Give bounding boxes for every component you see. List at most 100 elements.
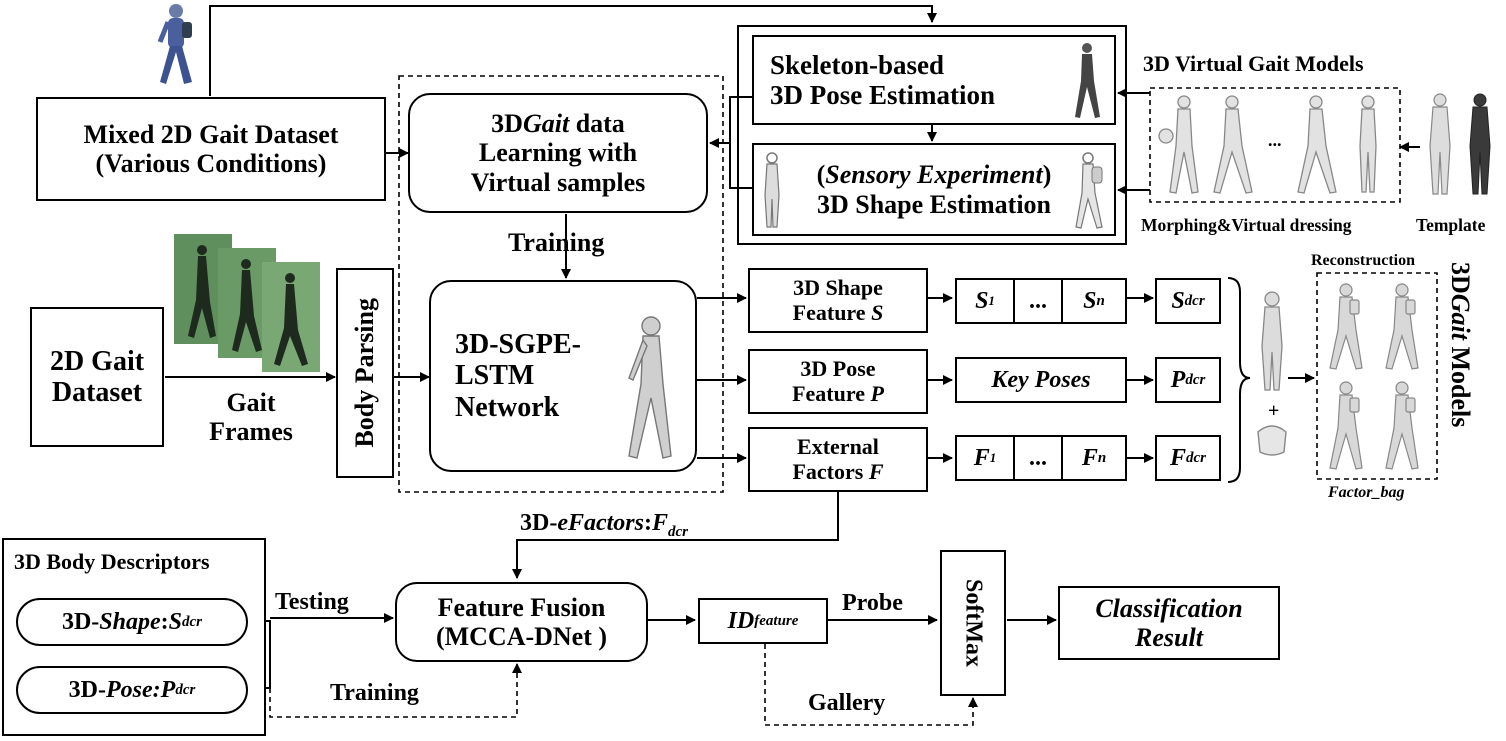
- s-dots-cell: ...: [1013, 278, 1063, 324]
- gait-frames-label: Gait Frames: [196, 388, 306, 446]
- external-factors-line2: Factors F: [792, 458, 884, 485]
- fdcr-base: F: [1169, 444, 1186, 471]
- fusion-line1: Feature Fusion: [437, 592, 606, 622]
- feature-fusion-box: Feature Fusion (MCCA-DNet ): [395, 582, 648, 662]
- efactors-colon: :: [644, 510, 652, 536]
- brace: [1227, 277, 1251, 483]
- sdcr-base: S: [1171, 287, 1185, 314]
- arrow-gallery: [764, 644, 978, 726]
- walking-person-photo: [157, 4, 192, 84]
- body-model-icon: [764, 152, 780, 228]
- reconstruction-figures: [1329, 283, 1419, 470]
- pdcr-base: P: [1170, 366, 1186, 393]
- arrow-efactors-to-fusion: [512, 490, 839, 579]
- network-line3: Network: [455, 391, 560, 423]
- merged-body-model: [1261, 291, 1283, 391]
- f1-base: F: [973, 444, 990, 471]
- probe-label: Probe: [842, 590, 903, 616]
- bracket-estimation: [729, 96, 752, 189]
- sensory-line1: (Sensory Experiment): [817, 160, 1052, 189]
- sgpe-lstm-network-box: 3D-SGPE- LSTM Network: [429, 280, 697, 472]
- sensory-close: ): [1042, 160, 1052, 190]
- shape-feature-line2: Feature S: [793, 299, 884, 326]
- gait-frames-images: [174, 234, 320, 372]
- external-factors-var: F: [868, 458, 884, 484]
- f-dots-cell: ...: [1013, 435, 1063, 481]
- efactors-label: 3D-eFactors:Fdcr: [520, 510, 688, 541]
- efactors-sub: dcr: [668, 523, 689, 540]
- external-factors-line1: External: [797, 433, 879, 459]
- classification-line2: Result: [1135, 623, 1203, 652]
- learning-line2: Learning with: [478, 138, 638, 168]
- gait-frames-line1: Gait: [226, 388, 276, 417]
- pose-feature-line1: 3D Pose: [800, 355, 876, 381]
- id-feature-base: ID: [727, 607, 755, 634]
- mixed-dataset-line1: Mixed 2D Gait Dataset: [83, 119, 339, 149]
- pose-feature-text: Feature: [792, 380, 871, 406]
- gait-models-vertical-label: 3DGait Models: [1446, 262, 1475, 427]
- gallery-label: Gallery: [808, 690, 886, 716]
- training-label-top: Training: [508, 228, 605, 257]
- walking-3d-model-icon: [628, 316, 672, 459]
- softmax-box: SoftMax: [940, 550, 1006, 696]
- pose-estimation-box: Skeleton-based 3D Pose Estimation: [752, 35, 1116, 125]
- classification-result-box: Classification Result: [1058, 586, 1280, 660]
- models-suffix: Models: [1446, 340, 1476, 428]
- fn-base: F: [1081, 444, 1098, 471]
- shape-descriptor-base: S: [168, 608, 183, 635]
- shape-descriptor-sub: dcr: [182, 613, 203, 630]
- pose-descriptor-sub: dcr: [175, 681, 196, 698]
- reconstruction-frame: [1316, 272, 1438, 480]
- models-3d: 3D: [1446, 262, 1476, 294]
- s1-sub: 1: [988, 292, 995, 308]
- template-figures: [1429, 93, 1491, 195]
- training-label-bottom: Training: [330, 680, 419, 706]
- virtual-models-figures: [1158, 95, 1377, 194]
- sensory-open: (: [816, 160, 826, 190]
- pose-estimation-line1: Skeleton-based: [770, 49, 945, 80]
- morphing-label: Morphing&Virtual dressing: [1141, 215, 1352, 235]
- learning-data: data: [569, 109, 625, 139]
- network-dashed-frame: [398, 75, 724, 493]
- gait-dataset-line2: Dataset: [51, 377, 143, 408]
- fusion-line2: (MCCA-DNet ): [435, 622, 608, 651]
- softmax-label: SoftMax: [960, 579, 987, 667]
- gait-dataset-line1: 2D Gait: [49, 345, 145, 377]
- shape-feature-var: S: [871, 299, 884, 325]
- reconstruction-label: Reconstruction: [1311, 252, 1415, 269]
- efactors-prefix: 3D-: [520, 510, 558, 536]
- shape-descriptor-prefix: 3D-: [61, 608, 100, 635]
- plus-sign: +: [1268, 400, 1280, 422]
- shape-estimation-line2: 3D Shape Estimation: [816, 189, 1052, 219]
- efactors-base: F: [652, 510, 669, 536]
- pose-descriptor-prefix: 3D-: [68, 676, 106, 703]
- testing-label: Testing: [275, 589, 349, 615]
- gait-frames-line2: Frames: [209, 417, 293, 447]
- template-label: Template: [1416, 215, 1486, 235]
- learning-box: 3DGait data Learning with Virtual sample…: [408, 93, 708, 213]
- estimation-outer-frame: [737, 25, 1127, 245]
- dressed-model-icon: [1075, 152, 1103, 229]
- mixed-gait-dataset-box: Mixed 2D Gait Dataset (Various Condition…: [36, 97, 386, 201]
- fn-sub: n: [1097, 449, 1107, 466]
- pdcr-sub: dcr: [1185, 371, 1206, 388]
- network-line1: 3D-SGPE-: [455, 328, 581, 360]
- shape-feature-line1: 3D Shape: [793, 274, 883, 300]
- sensory-label: Sensory Experiment: [825, 160, 1043, 190]
- shape-descriptor-colon: :: [160, 608, 169, 635]
- models-gait: Gait: [1446, 293, 1476, 341]
- shape-descriptor-name: Shape: [99, 608, 161, 635]
- learning-line3: Virtual samples: [470, 167, 646, 197]
- bag-model: [1257, 425, 1287, 456]
- pose-descriptor-base: P: [160, 676, 176, 703]
- skeleton-figure-icon: [1075, 43, 1100, 118]
